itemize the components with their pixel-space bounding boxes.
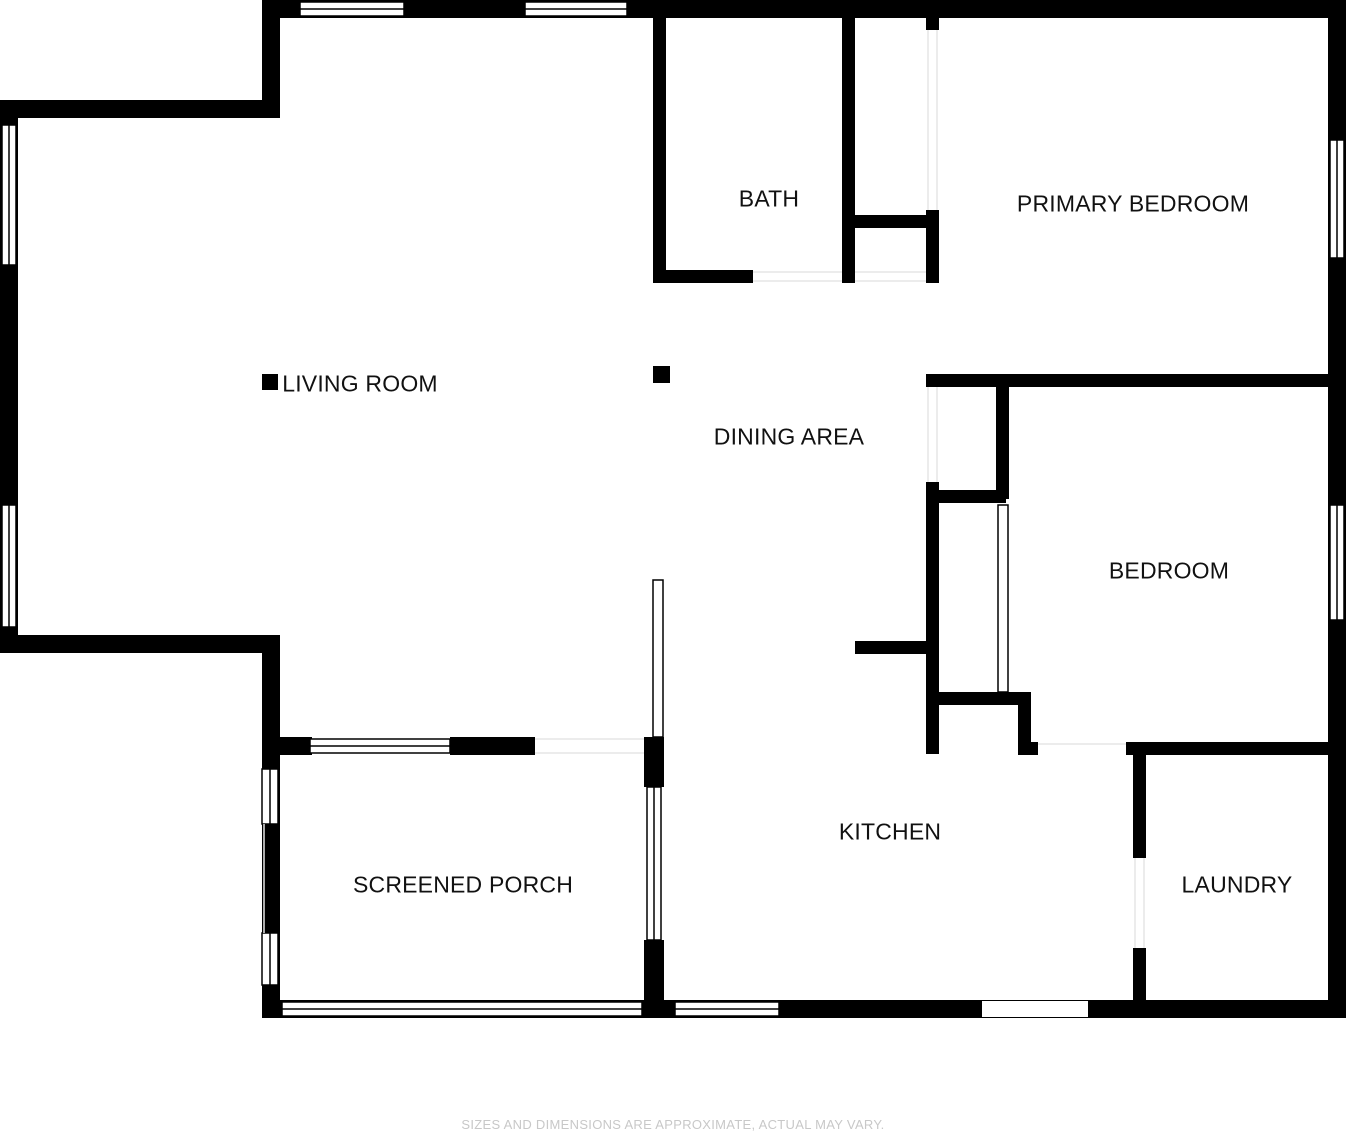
kitchen-door-opening bbox=[982, 1001, 1088, 1017]
room-label-dining-area: DINING AREA bbox=[713, 423, 865, 450]
interior-walls bbox=[262, 15, 1346, 1018]
disclaimer-text: SIZES AND DIMENSIONS ARE APPROXIMATE, AC… bbox=[461, 1117, 885, 1132]
room-label-laundry: LAUNDRY bbox=[1181, 871, 1293, 898]
windows bbox=[1, 1, 1345, 1017]
room-label-bath: BATH bbox=[738, 185, 800, 212]
room-label-screened-porch: SCREENED PORCH bbox=[352, 871, 574, 898]
openings bbox=[263, 30, 1145, 1017]
room-label-living-room: LIVING ROOM bbox=[282, 370, 438, 397]
room-label-primary-bedroom: PRIMARY BEDROOM bbox=[1016, 190, 1250, 217]
room-label-kitchen: KITCHEN bbox=[838, 818, 942, 845]
room-label-bedroom: BEDROOM bbox=[1108, 557, 1230, 584]
